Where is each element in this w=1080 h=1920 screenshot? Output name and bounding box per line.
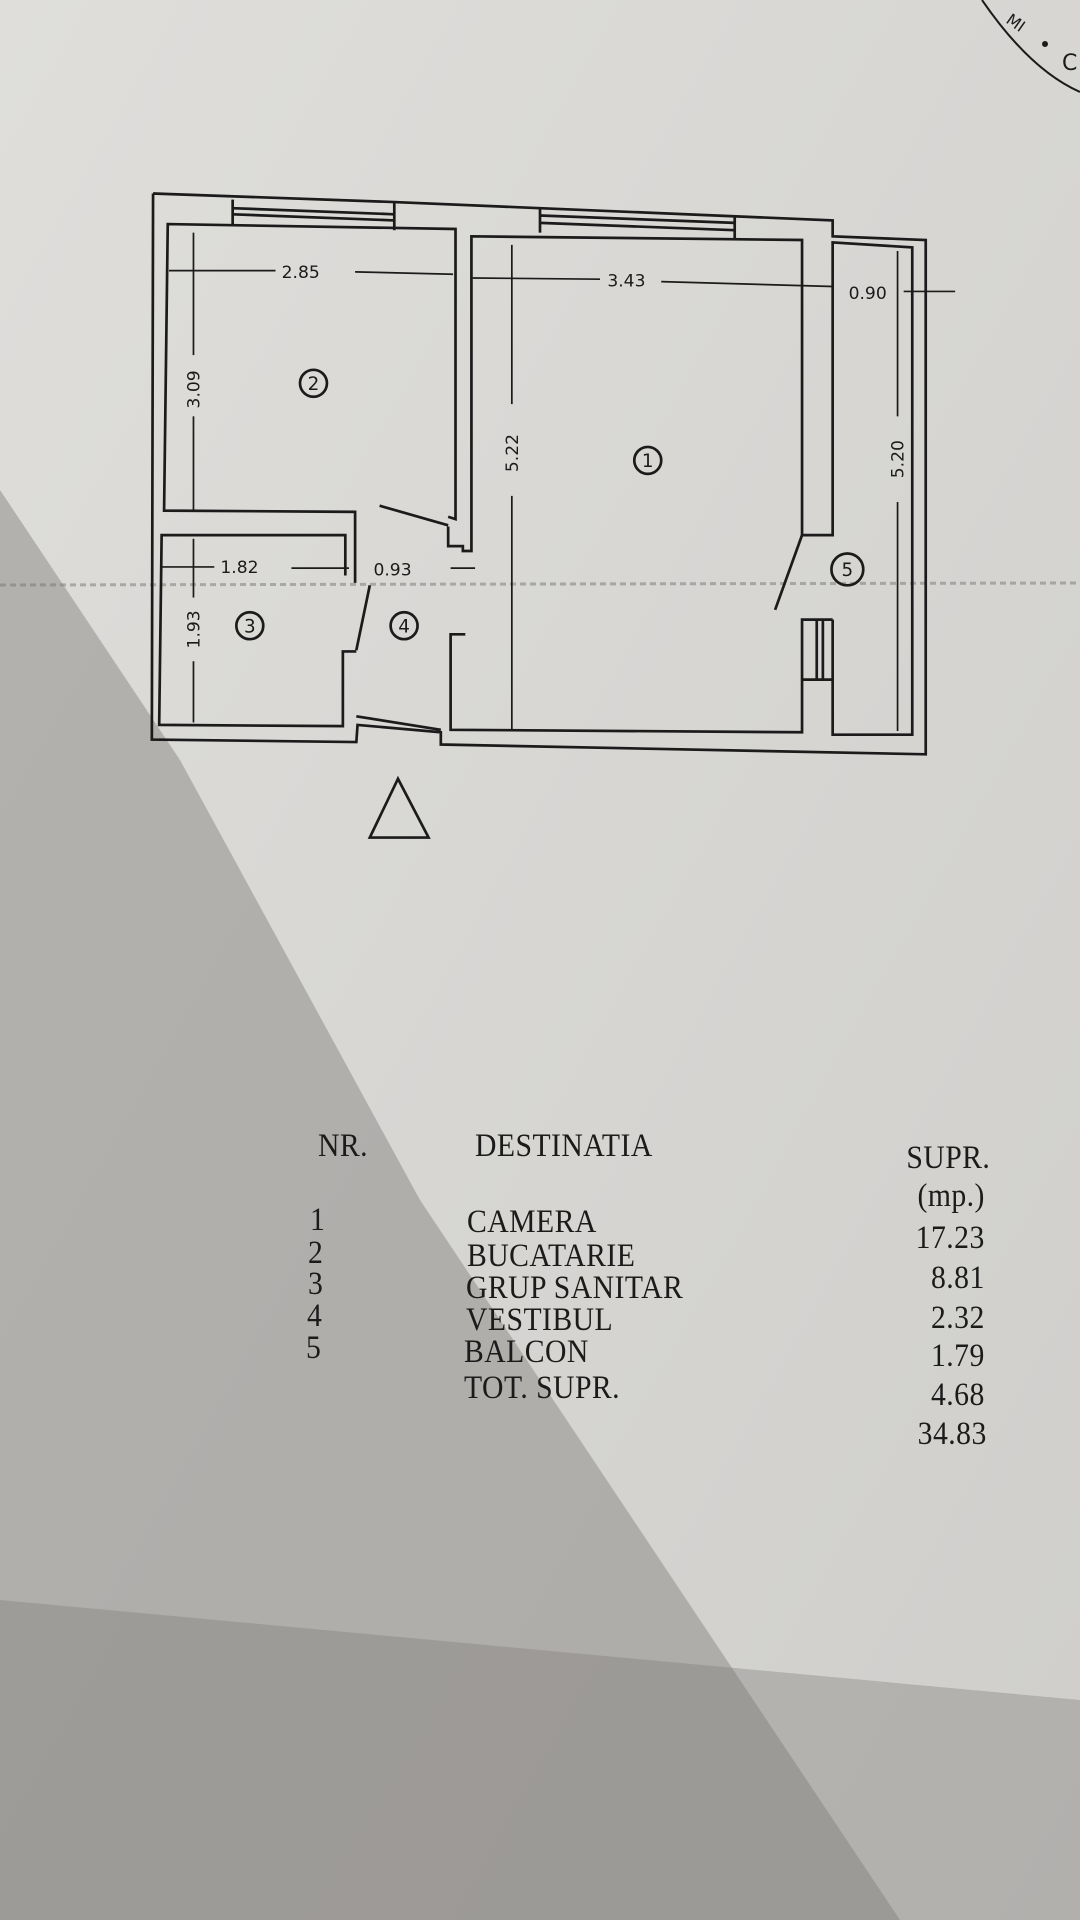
row-name: VESTIBUL: [466, 1302, 614, 1338]
header-nr: NR.: [318, 1128, 369, 1164]
floor-plan: [150, 192, 956, 839]
bathroom-door: [355, 585, 372, 651]
scan-streak: [0, 581, 1080, 587]
dim-kitchen-width: 2.85: [282, 263, 320, 283]
dim-room-height: 5.22: [503, 434, 523, 472]
dim-hall-width: 0.93: [373, 561, 411, 581]
room-number-5: 5: [842, 560, 854, 581]
room-wall: [446, 234, 914, 737]
row-area: 17.23: [915, 1220, 985, 1256]
row-area: 1.79: [931, 1338, 985, 1374]
room-circle: [389, 610, 419, 641]
row-name: BALCON: [464, 1334, 589, 1370]
room-number-2: 2: [308, 374, 320, 395]
row-nr: 1: [310, 1202, 326, 1238]
room-window: [538, 208, 737, 241]
row-name: GRUP SANITAR: [466, 1270, 684, 1306]
room-circle: [632, 445, 663, 476]
photo-shadow-bottom: [0, 1600, 1080, 1920]
row-nr: 3: [308, 1266, 324, 1302]
kitchen-door: [379, 504, 449, 527]
dim-bath-width: 1.82: [220, 558, 258, 578]
entrance-marker: [367, 775, 431, 839]
room-number-1: 1: [642, 451, 654, 472]
kitchen-wall: [162, 222, 457, 583]
row-area: 4.68: [931, 1377, 985, 1413]
room-number-4: 4: [398, 616, 410, 637]
kitchen-window: [231, 199, 396, 231]
header-destination: DESTINATIA: [475, 1128, 653, 1164]
photo-shadow: [0, 490, 900, 1920]
dim-balcony-height: 5.20: [889, 440, 909, 478]
row-name: BUCATARIE: [467, 1238, 636, 1274]
bathroom-wall: [157, 533, 357, 728]
row-name: CAMERA: [467, 1204, 597, 1240]
room-wall-bottom: [449, 618, 833, 734]
row-area: 2.32: [931, 1300, 985, 1336]
svg-text:C: C: [1062, 51, 1077, 76]
dim-kitchen-height: 3.09: [185, 370, 205, 408]
room-circle: [234, 610, 265, 641]
room-circle: [830, 552, 865, 587]
room-circle: [298, 368, 329, 399]
header-area-unit: (mp.): [917, 1178, 985, 1214]
row-nr: 2: [308, 1235, 324, 1271]
total-area: 34.83: [917, 1416, 987, 1452]
dim-room-width: 3.43: [607, 272, 645, 292]
dim-bath-height: 1.93: [185, 610, 205, 648]
header-area: SUPR.: [906, 1140, 990, 1176]
entry-door: [356, 715, 442, 732]
row-nr: 4: [307, 1298, 323, 1334]
dimension-lines: [161, 232, 956, 732]
room-number-3: 3: [244, 616, 256, 637]
row-area: 8.81: [931, 1260, 985, 1296]
balcony-door: [773, 534, 804, 611]
total-label: TOT. SUPR.: [464, 1370, 621, 1406]
dim-balcony-width: 0.90: [849, 284, 887, 304]
row-nr: 5: [306, 1330, 322, 1366]
